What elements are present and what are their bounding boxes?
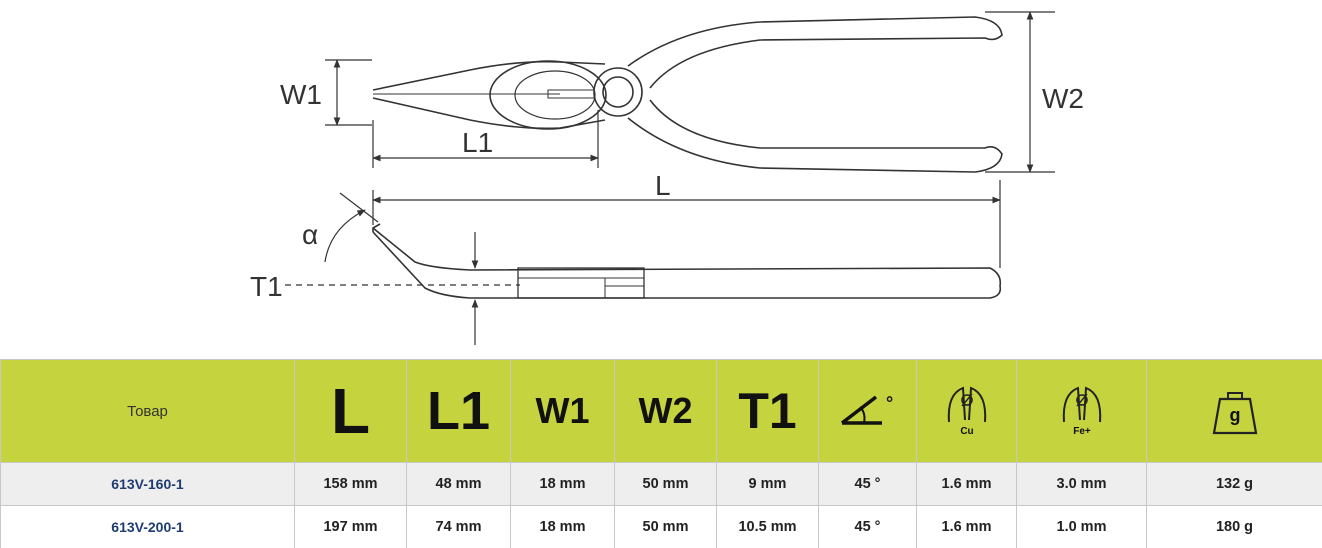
t1-label: T1: [250, 271, 283, 302]
cell-weight: 180 g: [1146, 505, 1322, 548]
angle-icon: °: [840, 393, 893, 425]
header-cu: Cu: [916, 359, 1017, 463]
header-T1-label: T1: [738, 383, 797, 439]
product-link[interactable]: 613V-200-1: [0, 505, 295, 548]
cell-L: 197 mm: [294, 505, 407, 548]
l-dimension: [372, 180, 1001, 268]
alpha-label: α: [302, 219, 318, 250]
pliers-technical-drawing: W1 L1 W2 L α T1: [250, 11, 1084, 345]
cell-T1: 10.5 mm: [716, 505, 819, 548]
cell-angle: 45 °: [818, 462, 917, 506]
header-weight: g: [1146, 359, 1322, 463]
cell-angle: 45 °: [818, 505, 917, 548]
w1-label: W1: [280, 79, 322, 110]
l-label: L: [655, 170, 671, 201]
header-L-label: L: [330, 375, 371, 447]
w2-dimension: [985, 11, 1055, 173]
weight-label: g: [1229, 405, 1240, 425]
angle-unit-label: °: [886, 393, 893, 413]
header-T1: T1: [716, 359, 819, 463]
cell-fe: 3.0 mm: [1016, 462, 1147, 506]
w1-dimension: [325, 59, 372, 126]
pliers-side-view: [372, 223, 1002, 299]
cell-L: 158 mm: [294, 462, 407, 506]
steel-wire-cut-icon: Fe+: [1062, 386, 1101, 437]
t1-dimension: [285, 232, 520, 345]
header-W2: W2: [614, 359, 717, 463]
header-L1-label: L1: [426, 381, 491, 441]
cell-L1: 48 mm: [406, 462, 511, 506]
cell-W1: 18 mm: [510, 462, 615, 506]
table-header-row: Товар L L1 W1 W2 T1 ° Cu: [0, 359, 1322, 463]
header-product: Товар: [0, 359, 295, 463]
header-W1-label: W1: [535, 390, 590, 431]
cell-W1: 18 mm: [510, 505, 615, 548]
spec-table: Товар L L1 W1 W2 T1 ° Cu: [0, 359, 1322, 548]
header-L: L: [294, 359, 407, 463]
cell-L1: 74 mm: [406, 505, 511, 548]
cell-cu: 1.6 mm: [916, 462, 1017, 506]
cell-W2: 50 mm: [614, 462, 717, 506]
header-L1: L1: [406, 359, 511, 463]
header-W2-label: W2: [638, 390, 693, 431]
product-link[interactable]: 613V-160-1: [0, 462, 295, 506]
cell-fe: 1.0 mm: [1016, 505, 1147, 548]
table-row: 613V-200-1 197 mm 74 mm 18 mm 50 mm 10.5…: [0, 505, 1322, 548]
copper-wire-cut-icon: Cu: [947, 386, 986, 437]
cell-T1: 9 mm: [716, 462, 819, 506]
cell-W2: 50 mm: [614, 505, 717, 548]
header-W1: W1: [510, 359, 615, 463]
header-angle: °: [818, 359, 917, 463]
cu-label: Cu: [960, 426, 973, 437]
table-row: 613V-160-1 158 mm 48 mm 18 mm 50 mm 9 mm…: [0, 462, 1322, 506]
l1-label: L1: [462, 127, 493, 158]
header-fe: Fe+: [1016, 359, 1147, 463]
pliers-top-view: [372, 16, 1003, 173]
cell-cu: 1.6 mm: [916, 505, 1017, 548]
l1-dimension: [372, 110, 599, 168]
weight-icon: g: [1212, 392, 1257, 435]
w2-label: W2: [1042, 83, 1084, 114]
fe-label: Fe+: [1073, 426, 1091, 437]
cell-weight: 132 g: [1146, 462, 1322, 506]
alpha-dimension: [324, 192, 379, 263]
